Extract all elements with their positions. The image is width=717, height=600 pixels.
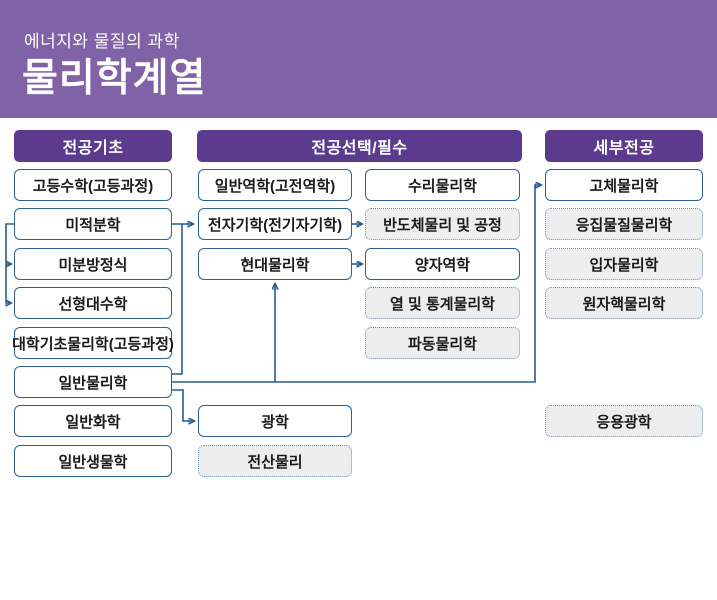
- course-box: 응집물질물리학: [545, 208, 703, 240]
- course-box: 미분방정식: [14, 248, 172, 280]
- course-box: 선형대수학: [14, 287, 172, 319]
- course-box: 원자핵물리학: [545, 287, 703, 319]
- course-box: 응용광학: [545, 405, 703, 437]
- course-box: 수리물리학: [365, 169, 520, 201]
- column-header-elective-required: 전공선택/필수: [197, 130, 522, 162]
- page-title: 물리학계열: [22, 57, 207, 100]
- course-box: 일반물리학: [14, 366, 172, 398]
- course-box: 전자기학(전기자기학): [198, 208, 352, 240]
- course-box: 양자역학: [365, 248, 520, 280]
- course-box: 일반화학: [14, 405, 172, 437]
- course-box: 입자물리학: [545, 248, 703, 280]
- course-box: 고체물리학: [545, 169, 703, 201]
- connector-genphysics-to-optics: [172, 389, 194, 421]
- course-box: 고등수학(고등과정): [14, 169, 172, 201]
- course-box: 반도체물리 및 공정: [365, 208, 520, 240]
- hero-banner: 에너지와 물질의 과학 물리학계열: [0, 0, 717, 118]
- course-box: 열 및 통계물리학: [365, 287, 520, 319]
- course-box: 미적분학: [14, 208, 172, 240]
- course-box: 일반역학(고전역학): [198, 169, 352, 201]
- course-box: 일반생물학: [14, 445, 172, 477]
- hero-subtitle: 에너지와 물질의 과학: [24, 32, 180, 51]
- course-box: 파동물리학: [365, 327, 520, 359]
- course-box: 광학: [198, 405, 352, 437]
- course-box: 전산물리: [198, 445, 352, 477]
- connector-left-bracket: [5, 223, 14, 303]
- course-box: 대학기초물리학(고등과정): [12, 327, 174, 359]
- course-box: 현대물리학: [198, 248, 352, 280]
- column-header-basics: 전공기초: [14, 130, 172, 162]
- column-header-detail-major: 세부전공: [545, 130, 703, 162]
